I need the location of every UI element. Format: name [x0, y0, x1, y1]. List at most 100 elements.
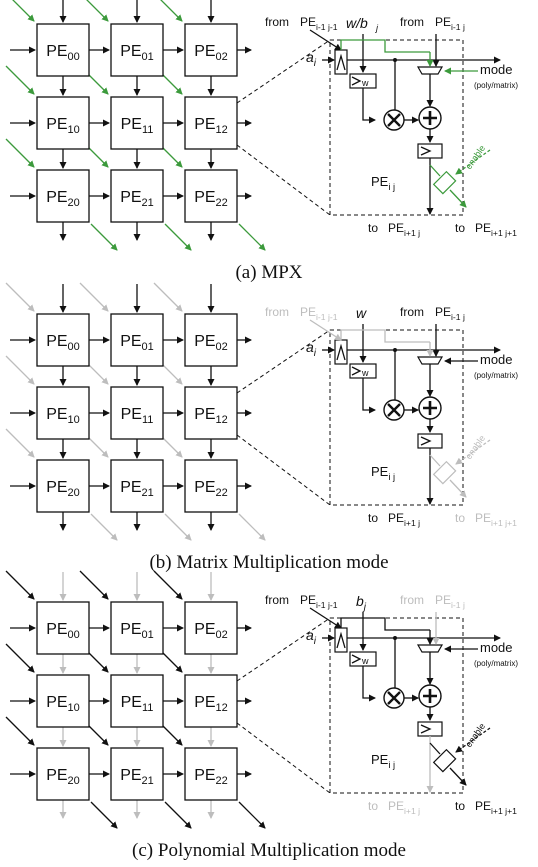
pe-detail-frame — [329, 39, 464, 216]
to-label: to — [368, 221, 378, 235]
diag-output-arrow — [449, 189, 467, 208]
pe-box — [110, 313, 164, 367]
from-pe-up-label: PEi-1 j — [435, 305, 465, 322]
mode-label: mode — [480, 640, 513, 655]
pe-box — [184, 386, 238, 440]
pe-box — [110, 23, 164, 77]
pe-label: PE21 — [120, 189, 154, 209]
pe-label: PE11 — [121, 116, 154, 136]
a-i-label: ai — [306, 49, 317, 69]
register-clock-mark — [420, 436, 432, 446]
from-pe-up-label: PEi-1 j — [435, 15, 465, 32]
register-clock-mark — [336, 631, 346, 649]
pe-label: PE11 — [121, 406, 154, 426]
diag-input-arrow — [309, 319, 342, 341]
diagonal-arrow — [79, 570, 109, 600]
gate-input-line — [429, 164, 441, 177]
pe-label: PE12 — [194, 694, 228, 714]
junction-dot — [393, 636, 397, 640]
to-pe-diag-label: PEi+1 j+1 — [475, 221, 517, 238]
pe-label: PE01 — [120, 333, 154, 353]
diag-route-line — [340, 329, 430, 343]
enable-label: enable — [463, 433, 487, 461]
diagonal-arrow — [5, 716, 35, 746]
diagonal-arrow — [164, 801, 192, 829]
add-icon — [423, 689, 437, 703]
pe-box — [184, 169, 238, 223]
diagonal-arrow — [90, 223, 118, 251]
zoom-line — [236, 434, 331, 506]
mode-sub-label: (poly/matrix) — [474, 659, 518, 668]
pe-box — [36, 459, 90, 513]
from-label: from — [265, 305, 289, 319]
from-label: from — [265, 593, 289, 607]
to-pe-diag-label: PEi+1 j+1 — [475, 511, 517, 528]
enable-arrow — [455, 727, 491, 753]
pe-label: PE01 — [120, 621, 154, 641]
from-pe-diag-label: PEi-1 j-1 — [300, 593, 338, 610]
mode-label: mode — [480, 352, 513, 367]
caption-a: (a) MPX — [235, 262, 303, 283]
pe-ij-label: PEi j — [371, 464, 395, 482]
pe-box — [110, 601, 164, 655]
diag-route-line — [340, 39, 430, 53]
diag-input-arrow — [309, 29, 342, 51]
diagonal-arrow — [12, 0, 35, 22]
pe-box — [184, 601, 238, 655]
pe-label: PE21 — [120, 767, 154, 787]
b-label: bj — [356, 593, 367, 613]
pe-box — [184, 96, 238, 150]
enable-gate — [432, 170, 457, 195]
from-label: from — [400, 305, 424, 319]
pe-label: PE10 — [46, 406, 80, 426]
diagonal-arrow — [164, 223, 192, 251]
w-to-mult-line — [362, 88, 376, 124]
pe-box — [184, 747, 238, 801]
multiply-icon — [387, 403, 401, 417]
j-sub: j — [375, 23, 379, 33]
enable-gate — [432, 748, 457, 773]
mode-mux — [416, 66, 444, 75]
from-pe-diag-label: PEi-1 j-1 — [300, 305, 338, 322]
register-clock-mark — [420, 146, 432, 156]
diagonal-arrow — [5, 138, 35, 168]
diagonal-arrow — [5, 65, 35, 95]
pe-label: PE00 — [46, 621, 80, 641]
diagonal-arrow — [86, 0, 109, 22]
enable-gate — [432, 460, 457, 485]
diag-output-arrow — [449, 479, 467, 498]
pe-label: PE22 — [194, 189, 228, 209]
pe-box — [36, 313, 90, 367]
to-pe-diag-label: PEi+1 j+1 — [475, 799, 517, 816]
pe-detail-frame — [329, 329, 464, 506]
w-b-label: w/b — [346, 15, 368, 31]
pe-box — [36, 601, 90, 655]
pe-label: PE12 — [194, 406, 228, 426]
w-label: w — [356, 305, 367, 321]
enable-arrow — [455, 149, 491, 175]
caption-b: (b) Matrix Multiplication mode — [149, 552, 389, 573]
pe-box — [110, 674, 164, 728]
gate-input-line — [429, 454, 441, 467]
diagonal-arrow — [238, 223, 266, 251]
pe-detail-frame — [329, 617, 464, 794]
a-register — [334, 339, 348, 365]
pe-label: PE21 — [120, 479, 154, 499]
w-register-label: w — [361, 656, 369, 666]
pe-box — [36, 96, 90, 150]
diagonal-arrow — [160, 0, 183, 22]
w-to-mult-line — [362, 666, 376, 702]
pe-ij-label: PEi j — [371, 752, 395, 770]
diagonal-arrow — [5, 282, 35, 312]
from-label: from — [400, 593, 424, 607]
pe-box — [110, 459, 164, 513]
pe-box — [36, 747, 90, 801]
register-clock-mark — [351, 654, 362, 664]
junction-dot — [393, 58, 397, 62]
diagonal-arrow — [164, 513, 192, 541]
a-register — [334, 627, 348, 653]
mode-mux — [416, 644, 444, 653]
pe-box — [36, 23, 90, 77]
